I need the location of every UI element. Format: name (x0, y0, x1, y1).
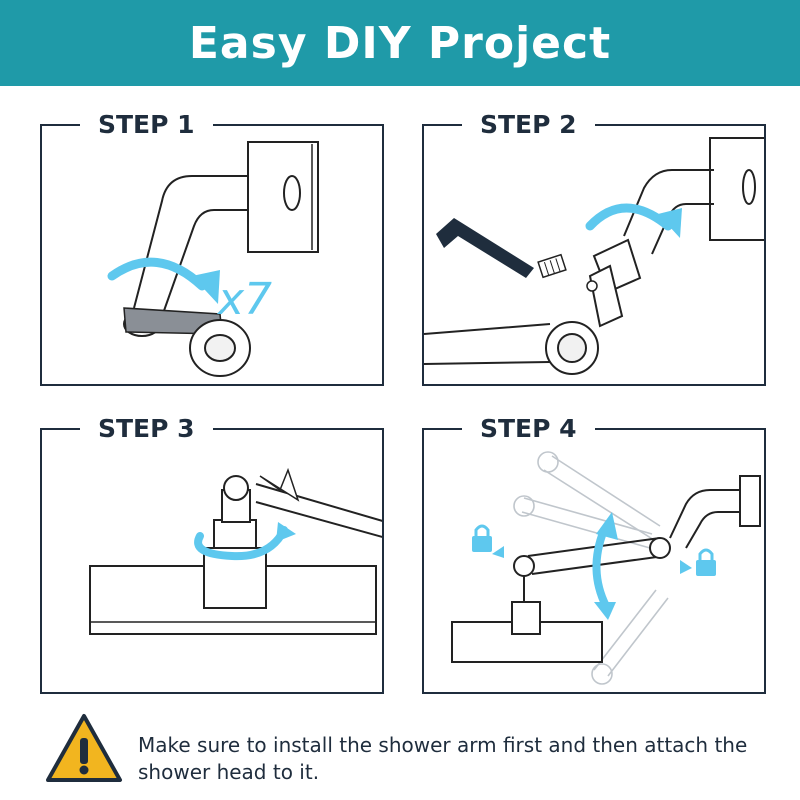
rotate-arrow (194, 526, 288, 561)
set-screw (537, 253, 567, 279)
wall-flange (247, 141, 319, 253)
step-2-illustration (424, 137, 764, 375)
lock-icon (472, 524, 504, 558)
page-title: Easy DIY Project (188, 17, 612, 69)
step-1-illustration: x7 (107, 141, 319, 377)
warning-triangle-icon (46, 714, 122, 782)
header-banner: Easy DIY Project (0, 0, 800, 86)
wall-flange (739, 475, 761, 527)
step-4-panel: STEP 4 (422, 411, 766, 694)
step-4-illustration (451, 451, 761, 685)
step-3-illustration (89, 467, 382, 635)
step-1-panel: STEP 1 x7 (40, 107, 384, 386)
step-4-label: STEP 4 (462, 411, 595, 447)
shower-arm-outline-top (133, 175, 248, 309)
step-2-panel: STEP 2 (422, 107, 766, 386)
warning-note: Make sure to install the shower arm firs… (44, 712, 764, 788)
lock-icon (680, 548, 716, 576)
times-seven-label: x7 (216, 274, 272, 325)
step-3-label: STEP 3 (80, 411, 213, 447)
rotate-arrow (585, 203, 673, 231)
arm-end-in-wall (283, 175, 301, 211)
hex-key (436, 218, 534, 278)
extension-arm (255, 483, 382, 538)
wing-knob (259, 467, 300, 502)
warning-text: Make sure to install the shower arm firs… (138, 733, 748, 784)
step-1-label: STEP 1 (80, 107, 213, 143)
rotate-arrow (592, 526, 610, 610)
ghost-positions (513, 451, 669, 685)
step-3-panel: STEP 3 (40, 411, 384, 694)
extension-arm (424, 323, 551, 365)
step-2-label: STEP 2 (462, 107, 595, 143)
rotate-arrow (107, 257, 207, 291)
